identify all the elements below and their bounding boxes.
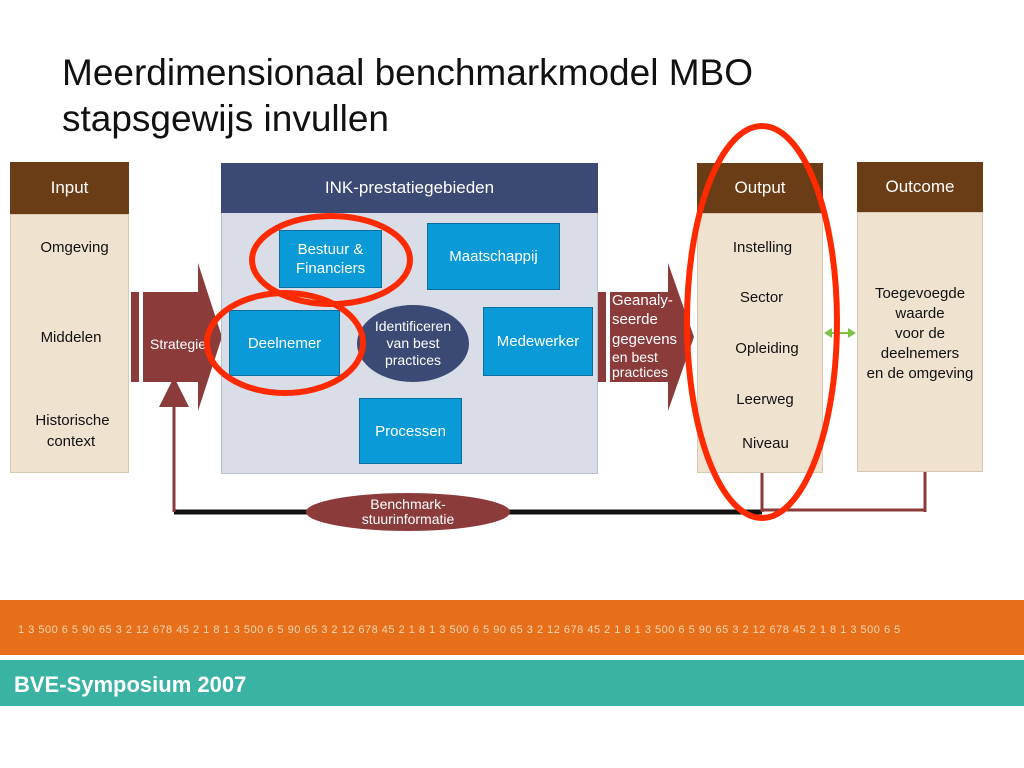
outcome-header: Outcome	[857, 162, 983, 212]
input-context: context	[46, 433, 96, 450]
identificeren-node: Identificeren van best practices	[357, 305, 469, 382]
analysed-line-2: seerde	[612, 311, 658, 328]
outcome-line-3: voor de	[894, 325, 946, 342]
green-arrow-right-head	[848, 328, 856, 338]
output-niveau: Niveau	[742, 435, 789, 452]
digit-strip: 1 3 500 6 5 90 65 3 2 12 678 45 2 1 8 1 …	[18, 624, 901, 636]
identificeren-line-1: Identificeren	[374, 318, 452, 334]
benchmark-ellipse: Benchmark- stuurinformatie	[306, 493, 510, 531]
output-header: Output	[697, 163, 823, 213]
input-omgeving: Omgeving	[40, 239, 109, 256]
strategie-arrow-tail	[131, 292, 139, 382]
title-line-1: Meerdimensionaal benchmarkmodel MBO	[62, 52, 753, 93]
benchmark-line-2: stuurinformatie	[361, 511, 455, 527]
output-opleiding: Opleiding	[735, 340, 799, 357]
output-panel	[697, 213, 823, 473]
maatschappij-box: Maatschappij	[427, 223, 560, 290]
outcome-line-5: en de omgeving	[866, 365, 974, 382]
bestuur-financiers-box: Bestuur & Financiers	[279, 230, 382, 288]
output-instelling: Instelling	[732, 239, 793, 256]
benchmark-line-1: Benchmark-	[370, 496, 446, 512]
teal-band	[0, 660, 1024, 706]
analysed-line-3: gegevens	[612, 331, 678, 348]
outcome-line-2: waarde	[895, 305, 945, 322]
output-sector: Sector	[739, 289, 784, 306]
highlight-overlay	[204, 123, 840, 521]
outcome-panel	[857, 212, 983, 472]
strategie-arrow	[143, 263, 222, 411]
input-middelen: Middelen	[40, 329, 102, 346]
outcome-line-4: deelnemers	[880, 345, 960, 362]
medewerker-box: Medewerker	[483, 307, 593, 376]
deelnemer-box: Deelnemer	[229, 310, 340, 376]
green-arrow-left-head	[824, 328, 832, 338]
outcome-line-1: Toegevoegde	[874, 285, 966, 302]
input-header: Input	[10, 162, 129, 214]
highlight-ring-deelnemer	[204, 290, 366, 396]
orange-band	[0, 600, 1024, 655]
input-historische: Historische	[35, 412, 110, 429]
identificeren-line-3: practices	[384, 352, 442, 368]
slide-title: Meerdimensionaal benchmarkmodel MBO stap…	[62, 50, 962, 142]
analysed-arrow-tail	[598, 292, 606, 382]
input-panel	[10, 214, 129, 473]
symposium-label: BVE-Symposium 2007	[14, 672, 247, 697]
output-leerweg: Leerweg	[736, 391, 794, 408]
ink-header: INK-prestatiegebieden	[221, 163, 598, 213]
highlight-ring-output	[684, 123, 840, 521]
bestuur-line-1: Bestuur &	[297, 241, 364, 258]
strategie-label: Strategie	[150, 336, 207, 352]
analysed-line-5: practices	[612, 364, 669, 380]
identificeren-line-2: van best	[386, 335, 440, 351]
analysed-line-1: Geanaly-	[612, 292, 673, 309]
analysed-label: Geanaly- seerde gegevens en best practic…	[612, 292, 688, 380]
analysed-arrow	[610, 263, 694, 411]
bestuur-line-2: Financiers	[295, 260, 366, 277]
processen-box: Processen	[359, 398, 462, 464]
outcome-text: Toegevoegde waarde voor de deelnemers en…	[855, 284, 985, 384]
title-line-2: stapsgewijs invullen	[62, 98, 390, 139]
analysed-line-4: en best	[612, 349, 658, 365]
